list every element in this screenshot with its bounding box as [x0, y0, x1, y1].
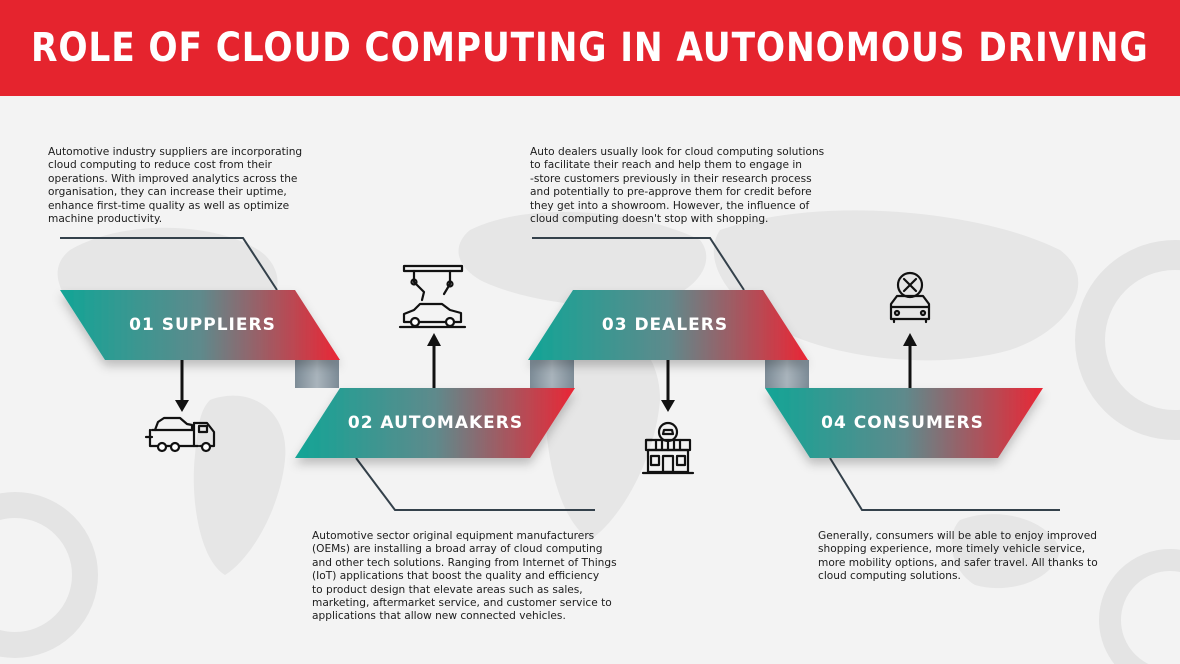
- robotic-assembly-line-icon: [398, 264, 467, 329]
- arrow-down-suppliers: [175, 360, 189, 412]
- connector-1: [295, 360, 339, 388]
- leader-line-automakers: [355, 457, 595, 511]
- page-title: ROLE OF CLOUD COMPUTING IN AUTONOMOUS DR…: [31, 25, 1149, 71]
- leader-line-consumers: [829, 457, 1060, 511]
- leader-line-dealers: [532, 237, 745, 291]
- step-label-dealers: 03 DEALERS: [601, 315, 729, 335]
- description-consumers: Generally, consumers will be able to enj…: [818, 530, 1098, 583]
- arrow-up-consumers: [903, 333, 917, 388]
- car-service-icon: [889, 271, 931, 324]
- banner-consumers: [765, 388, 1043, 458]
- connector-2: [530, 360, 574, 388]
- description-suppliers: Automotive industry suppliers are incorp…: [48, 146, 303, 226]
- arrows: [175, 333, 917, 412]
- banner-dealers: [528, 290, 808, 360]
- connector-3: [765, 360, 809, 388]
- leader-lines: [60, 237, 1060, 511]
- step-label-consumers: 04 CONSUMERS: [821, 413, 984, 433]
- leader-line-suppliers: [60, 237, 278, 291]
- banner-suppliers: [60, 290, 340, 360]
- car-carrier-truck-icon: [144, 416, 216, 453]
- banner-connectors: [295, 360, 809, 388]
- title-header: ROLE OF CLOUD COMPUTING IN AUTONOMOUS DR…: [0, 0, 1180, 96]
- step-label-suppliers: 01 SUPPLIERS: [129, 315, 276, 335]
- description-automakers: Automotive sector original equipment man…: [312, 530, 617, 623]
- title-bar: [0, 0, 1180, 96]
- step-label-automakers: 02 AUTOMAKERS: [347, 413, 524, 433]
- banner-automakers: [295, 388, 575, 458]
- gear-decoration: [0, 240, 1180, 664]
- description-dealers: Auto dealers usually look for cloud comp…: [530, 146, 825, 226]
- arrow-down-dealers: [661, 360, 675, 412]
- arrow-up-automakers: [427, 333, 441, 388]
- car-dealership-icon: [641, 421, 695, 475]
